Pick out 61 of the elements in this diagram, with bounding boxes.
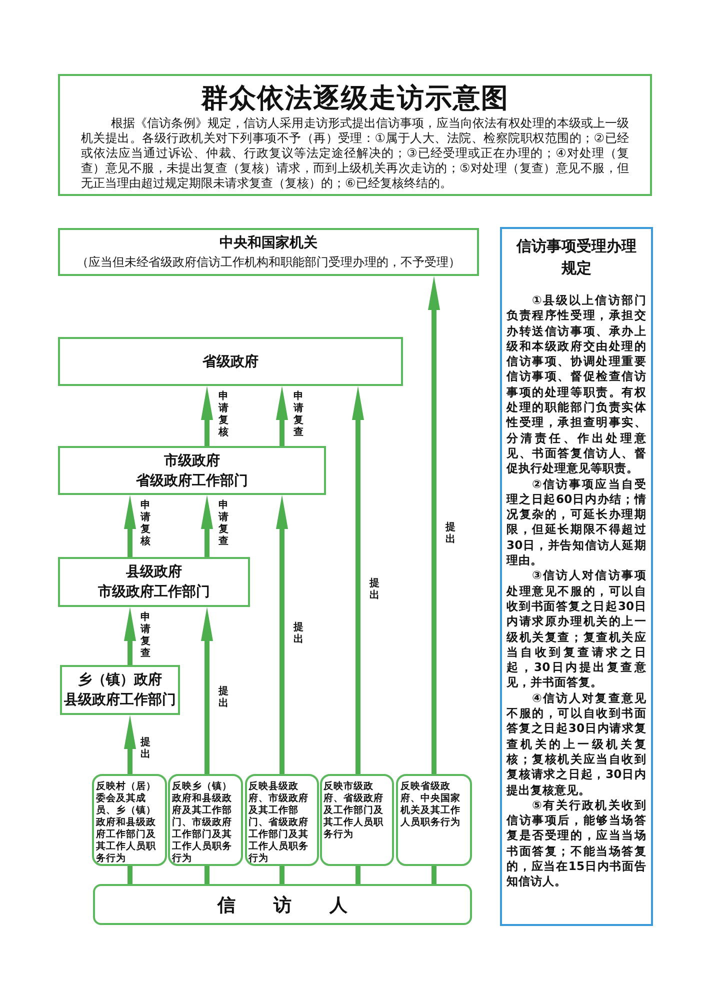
edge-label: 申请复核: [218, 391, 229, 439]
box-label: 省级政府: [202, 352, 258, 372]
rule-paragraph: ②信访事项应当自受理之日起60日内办结；情况复杂的，可延长办理期限，但延长期限不得超过30日，并告知信访人延期理由。: [506, 476, 646, 568]
rule-paragraph: ④信访人对复查意见不服的，可以自收到书面答复之日起30日内请求复查机关的上一级机关复核；复核机关应当自收到复核请求之日起，30日内提出复核意见。: [506, 690, 646, 798]
arrow: [428, 276, 440, 774]
box-heading: 中央和国家机关: [220, 234, 318, 253]
connector-bar: [204, 866, 210, 884]
arrow: [201, 386, 213, 446]
rule-paragraph: ⑤有关行政机关收到信访事项后，能够当场答复是否受理的，应当当场书面答复；不能当场答复的，应当在15日内书面告知信访人。: [506, 798, 646, 890]
intro-paragraph: 根据《信访条例》规定，信访人采用走访形式提出信访事项，应当向依法有权处理的本级或上一级机关提出。各级行政机关对下列事项不予（再）受理：①属于人大、法院、检察院职权范围的；②已经或依法应当通过诉讼、仲裁、行政复议等法定途径解决的；③已经受理或正在办理的；④对处理（复查）意见不服，未提出复查（复核）请求，而到上级机关再次走访的；⑤对处理（复查）意见不服，但无正当理由超过规定期限未请求复查（复核）的；⑥已经复核终结的。: [81, 116, 629, 191]
arrow: [276, 495, 288, 774]
box-text: 反映市级政府、省级政府及工作部门及其工作人员职务行为: [324, 781, 384, 841]
edge-label: 提出: [293, 622, 304, 646]
agency-box: [58, 557, 250, 607]
rule-paragraph: ①县级以上信访部门负责程序性受理，承担交办转送信访事项、承办上级和本级政府交由处理的信访事项、协调处理重要信访事项、督促检查信访事项的处理等职责。有权处理的职能部门负责实体性受理，承担查明事实、分清责任、作出处理意见、书面答复信访人、督促执行处理意见等职责。: [506, 293, 646, 477]
connector-bar: [356, 866, 360, 884]
category-box: [92, 774, 167, 866]
box-label: 县级政府: [126, 562, 182, 582]
petitioner-bar: [93, 884, 472, 925]
category-box: [396, 774, 472, 866]
edge-label: 申请复核: [140, 500, 151, 548]
arrow: [201, 495, 213, 557]
arrow: [124, 495, 136, 557]
category-box: [320, 774, 394, 866]
box-text: 反映县级政府、市级政府及其工作部门、省级政府工作部门及其工作人员职务行为: [248, 781, 310, 865]
edge-label: 提出: [140, 737, 151, 761]
arrow: [276, 386, 288, 446]
box-label: 市级政府工作部门: [98, 582, 210, 602]
box-label: 信访人: [218, 894, 386, 916]
agency-box: [58, 446, 326, 495]
edge-label: 提出: [445, 522, 456, 546]
title-box: [58, 74, 652, 196]
rule-paragraph: ③信访人对信访事项处理意见不服的，可以自收到书面答复之日起30日内请求原办理机关的上一级机关复查；复查机关应当自收到复查请求之日起，30日内提出复查意见，并书面答复。: [506, 568, 646, 691]
agency-box: [58, 228, 479, 276]
rules-panel: [500, 227, 653, 926]
box-heading: 群众依法逐级走访示意图: [201, 82, 509, 116]
panel-heading: 信访事项受理办理规定: [516, 236, 636, 279]
box-label: 县级政府工作部门: [64, 690, 176, 710]
arrow: [124, 607, 136, 665]
arrow: [352, 386, 364, 774]
box-label: 省级政府工作部门: [136, 472, 248, 490]
box-label: 市级政府: [164, 452, 220, 470]
connector-bar: [128, 866, 132, 884]
box-note: （应当但未经省级政府信访工作机构和职能部门受理办理的，不予受理）: [76, 254, 460, 271]
connector-bar: [432, 866, 436, 884]
edge-label: 申请复查: [293, 391, 304, 439]
box-text: 反映乡（镇）政府和县级政府及其工作部门、市级政府工作部门及其工作人员职务行为: [172, 781, 233, 865]
agency-box: [58, 337, 403, 386]
category-box: [168, 774, 243, 866]
edge-label: 申请复查: [218, 500, 229, 548]
box-text: 反映村（居）委会及其成员、乡（镇）政府和县级政府工作部门及其工作人员职务行为: [96, 781, 157, 865]
box-label: 乡（镇）政府: [78, 670, 162, 690]
arrow: [124, 715, 136, 774]
edge-label: 提出: [369, 578, 380, 602]
connector-bar: [280, 866, 284, 884]
edge-label: 申请复查: [140, 612, 151, 660]
edge-label: 提出: [218, 686, 229, 710]
category-box: [245, 774, 319, 866]
agency-box: [60, 665, 180, 715]
box-text: 反映省级政府、中央国家机关及其工作人员职务行为: [400, 781, 462, 829]
arrow: [201, 607, 213, 774]
